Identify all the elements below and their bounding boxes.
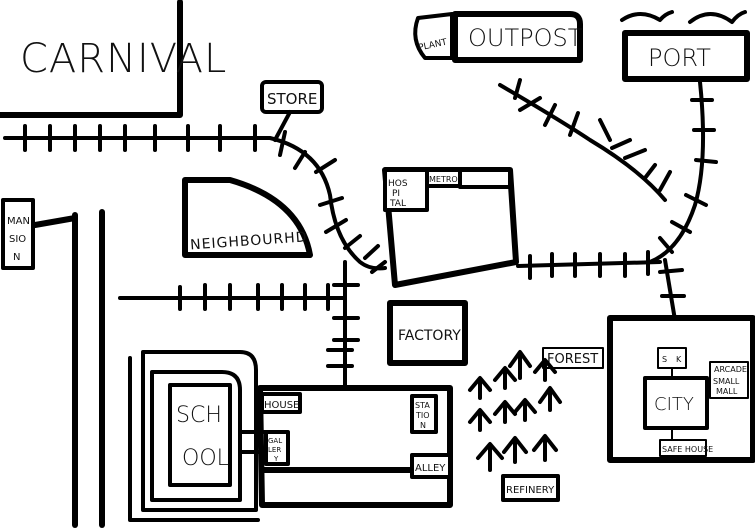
- outpost-label: OUTPOST: [468, 24, 583, 52]
- small-mall-label-2: MALL: [716, 387, 738, 396]
- tree-icons: [468, 350, 562, 472]
- school-label-1: SCH: [176, 403, 222, 428]
- gallery-label-2: LER: [268, 446, 281, 454]
- gallery-label-1: GAL: [268, 437, 282, 445]
- store-label: STORE: [267, 90, 317, 108]
- railway-carnival-line: [3, 124, 387, 274]
- station-label-2: TIO: [415, 411, 430, 420]
- railway-middle-line: [118, 260, 360, 390]
- factory-label: FACTORY: [398, 328, 461, 344]
- city-top-label-1: S: [662, 355, 667, 364]
- refinery-label: REFINERY: [506, 485, 555, 496]
- small-mall-label-1: SMALL: [713, 377, 740, 386]
- station-label-3: N: [420, 421, 426, 430]
- gallery-label-3: Y: [273, 455, 279, 463]
- store-sign[interactable]: STORE: [260, 80, 324, 142]
- railway-port-line: [498, 78, 718, 322]
- mansion-label-3: N: [13, 252, 20, 263]
- house-label: HOUSE: [264, 400, 299, 411]
- railway-metro-city: [516, 250, 662, 280]
- metro-label: METRO: [429, 175, 458, 184]
- forest-label: FOREST: [547, 352, 598, 367]
- station-building[interactable]: STA TIO N: [410, 394, 438, 434]
- left-roads: [72, 209, 105, 528]
- school-building[interactable]: SCH OOL: [128, 350, 260, 522]
- safe-house-label: SAFE HOUSE: [662, 445, 713, 454]
- mansion-road: [32, 215, 78, 228]
- hospital-metro-building[interactable]: HOS PI TAL METRO: [382, 167, 519, 288]
- mansion-label-1: MAN: [7, 216, 30, 227]
- factory-building[interactable]: FACTORY: [387, 300, 468, 366]
- alley-label: ALLEY: [415, 463, 446, 474]
- house-building[interactable]: HOUSE: [260, 392, 302, 414]
- outpost-building[interactable]: OUTPOST: [452, 11, 583, 63]
- city-label: CITY: [654, 394, 694, 415]
- refinery-building[interactable]: REFINERY: [501, 474, 560, 502]
- port-building[interactable]: PORT: [620, 10, 750, 82]
- hospital-label-1: HOS: [388, 179, 408, 189]
- city-top-label-2: K: [676, 355, 682, 364]
- forest-area[interactable]: FOREST: [468, 347, 604, 472]
- neighbourhood-area[interactable]: NEIGHBOURHD: [182, 177, 313, 258]
- carnival-label: CARNIVAL: [20, 36, 227, 82]
- mansion-label-2: SIO: [9, 234, 26, 245]
- hospital-label-3: TAL: [389, 199, 406, 209]
- arcade-label: ARCADE: [714, 365, 747, 374]
- gallery-building[interactable]: GAL LER Y: [238, 430, 290, 466]
- mansion-building[interactable]: MAN SIO N: [1, 198, 35, 270]
- downtown-block[interactable]: [257, 385, 453, 508]
- station-label-1: STA: [415, 401, 430, 410]
- alley-building[interactable]: ALLEY: [410, 453, 452, 479]
- plant-building[interactable]: PLANT: [413, 12, 454, 60]
- school-label-2: OOL: [182, 446, 229, 471]
- port-label: PORT: [648, 44, 711, 72]
- carnival-area[interactable]: CARNIVAL: [0, 0, 227, 118]
- hospital-label-2: PI: [392, 189, 400, 199]
- city-area[interactable]: S K CITY ARCADE SMALL MALL SAFE HOUSE: [607, 315, 755, 463]
